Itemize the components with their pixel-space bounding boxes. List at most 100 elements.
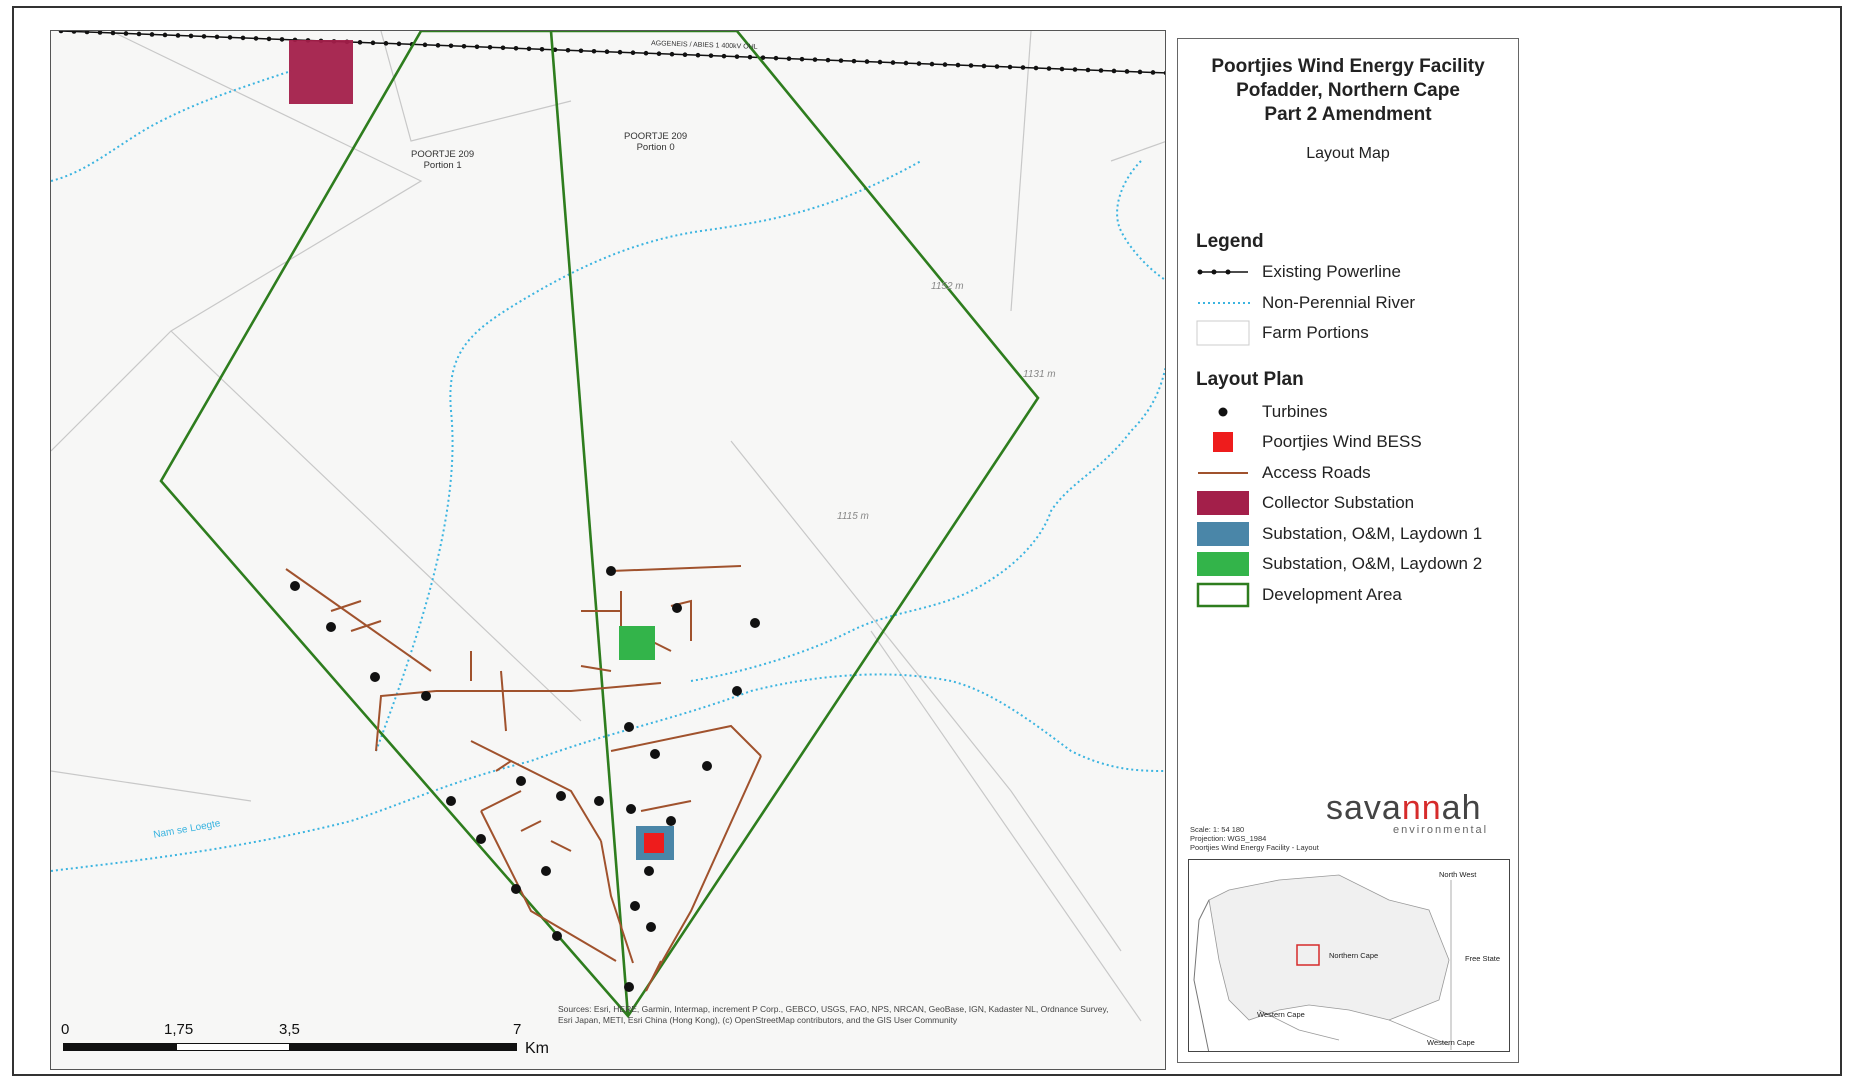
powerline-pole (1072, 67, 1078, 72)
title-line-1: Poortjies Wind Energy Facility (1211, 56, 1485, 77)
legend-item-farm-portions: Farm Portions (1178, 318, 1518, 349)
powerline-pole (721, 53, 727, 59)
turbine-marker[interactable] (644, 866, 654, 876)
turbine-marker[interactable] (732, 686, 742, 696)
turbine-marker[interactable] (476, 834, 486, 844)
meta-scale: Scale: 1: 54 180 (1190, 825, 1245, 834)
layout-plan-heading: Layout Plan (1196, 368, 1304, 390)
powerline-pole (1020, 65, 1026, 70)
turbine-marker[interactable] (672, 603, 682, 613)
powerline-pole (929, 61, 935, 67)
turbine-marker[interactable] (290, 581, 300, 591)
powerline-pole (786, 56, 792, 61)
map-metadata: Scale: 1: 54 180 Projection: WGS_1984 Po… (1190, 825, 1319, 852)
powerline-pole (1111, 68, 1117, 74)
collector-square-icon (1196, 490, 1250, 516)
turbine-marker[interactable] (702, 761, 712, 771)
turbine-marker[interactable] (556, 791, 566, 801)
turbine-marker[interactable] (511, 884, 521, 894)
legend-label: Poortjies Wind BESS (1262, 432, 1422, 452)
turbine-marker[interactable] (552, 931, 562, 941)
powerline-pole (799, 56, 805, 62)
turbine-marker[interactable] (630, 901, 640, 911)
powerline-pole (1085, 67, 1091, 73)
powerline-pole (123, 31, 129, 36)
inset-label-free-state: Free State (1465, 954, 1501, 963)
legend-item-river: Non-Perennial River (1178, 288, 1518, 319)
powerline-pole (643, 50, 649, 56)
powerline-pole (682, 52, 688, 57)
turbine-marker[interactable] (666, 816, 676, 826)
turbine-marker[interactable] (606, 566, 616, 576)
map-panel[interactable]: POORTJE 209 Portion 1 POORTJE 209 Portio… (50, 30, 1166, 1070)
inset-label-western-cape-1: Western Cape (1257, 1010, 1305, 1019)
elevation-label-3: 1115 m (837, 511, 869, 522)
powerline-pole (734, 54, 740, 59)
powerline-pole (266, 36, 272, 42)
existing-powerline (58, 31, 1165, 76)
turbine-marker[interactable] (750, 618, 760, 628)
powerline-pole (188, 33, 194, 39)
powerline-pole (656, 51, 662, 57)
bess-square-icon (1196, 429, 1250, 455)
legend-item-laydown-1: Substation, O&M, Laydown 1 (1178, 519, 1518, 550)
powerline-pole (175, 33, 181, 38)
powerline-pole (58, 31, 64, 34)
powerline-pole (955, 62, 961, 68)
turbine-marker[interactable] (650, 749, 660, 759)
turbine-marker[interactable] (421, 691, 431, 701)
powerline-pole (227, 35, 233, 40)
map-title: Poortjies Wind Energy Facility Pofadder,… (1178, 55, 1518, 127)
turbine-marker[interactable] (326, 622, 336, 632)
powerline-symbol (1196, 259, 1250, 285)
development-area (159, 31, 1040, 1019)
scale-tick-2: 3,5 (279, 1021, 300, 1038)
powerline-pole (942, 62, 948, 67)
legend-item-laydown-2: Substation, O&M, Laydown 2 (1178, 549, 1518, 580)
legend-label: Access Roads (1262, 462, 1371, 482)
powerline-pole (422, 42, 428, 48)
turbine-marker[interactable] (446, 796, 456, 806)
savannah-logo: savannah (1326, 789, 1481, 828)
powerline-pole (1150, 70, 1156, 75)
powerline-pole (1033, 65, 1039, 71)
logo-part-1: sava (1326, 789, 1402, 827)
powerline-pole (149, 32, 155, 37)
legend-heading: Legend (1196, 231, 1264, 252)
turbine-marker[interactable] (646, 922, 656, 932)
road-line-icon (1196, 460, 1250, 486)
powerline-pole (201, 34, 207, 39)
title-line-2: Pofadder, Northern Cape (1236, 80, 1460, 101)
powerline-pole (1007, 64, 1013, 70)
powerline-pole (968, 63, 974, 68)
turbine-marker[interactable] (516, 776, 526, 786)
map-canvas[interactable] (51, 31, 1166, 1070)
turbine-marker[interactable] (626, 804, 636, 814)
turbine-marker[interactable] (370, 672, 380, 682)
collector-substation (289, 40, 353, 104)
map-subtitle: Layout Map (1306, 145, 1390, 162)
turbine-dot-icon (1196, 399, 1250, 425)
turbine-marker[interactable] (624, 982, 634, 992)
powerline-pole (838, 58, 844, 63)
farm0-name: POORTJE 209 (624, 131, 688, 142)
scale-tick-1: 1,75 (164, 1021, 194, 1038)
meta-projection: Projection: WGS_1984 (1190, 834, 1267, 843)
legend-label: Collector Substation (1262, 493, 1415, 513)
farm-portion-symbol (1196, 320, 1250, 346)
powerline-pole (357, 40, 363, 45)
powerline-pole (916, 61, 922, 66)
turbine-layer (290, 566, 760, 992)
non-perennial-rivers (51, 70, 1165, 872)
powerline-pole (448, 43, 454, 49)
turbine-marker[interactable] (624, 722, 634, 732)
powerline-pole (1163, 70, 1165, 76)
legend-label: Turbines (1262, 401, 1328, 421)
page-frame (12, 6, 1842, 1076)
powerline-pole (1046, 66, 1052, 71)
scale-tick-3: 7 (513, 1021, 522, 1038)
turbine-marker[interactable] (541, 866, 551, 876)
meta-name: Poortjies Wind Energy Facility - Layout (1190, 843, 1319, 852)
inset-label-northern-cape: Northern Cape (1329, 951, 1379, 960)
turbine-marker[interactable] (594, 796, 604, 806)
